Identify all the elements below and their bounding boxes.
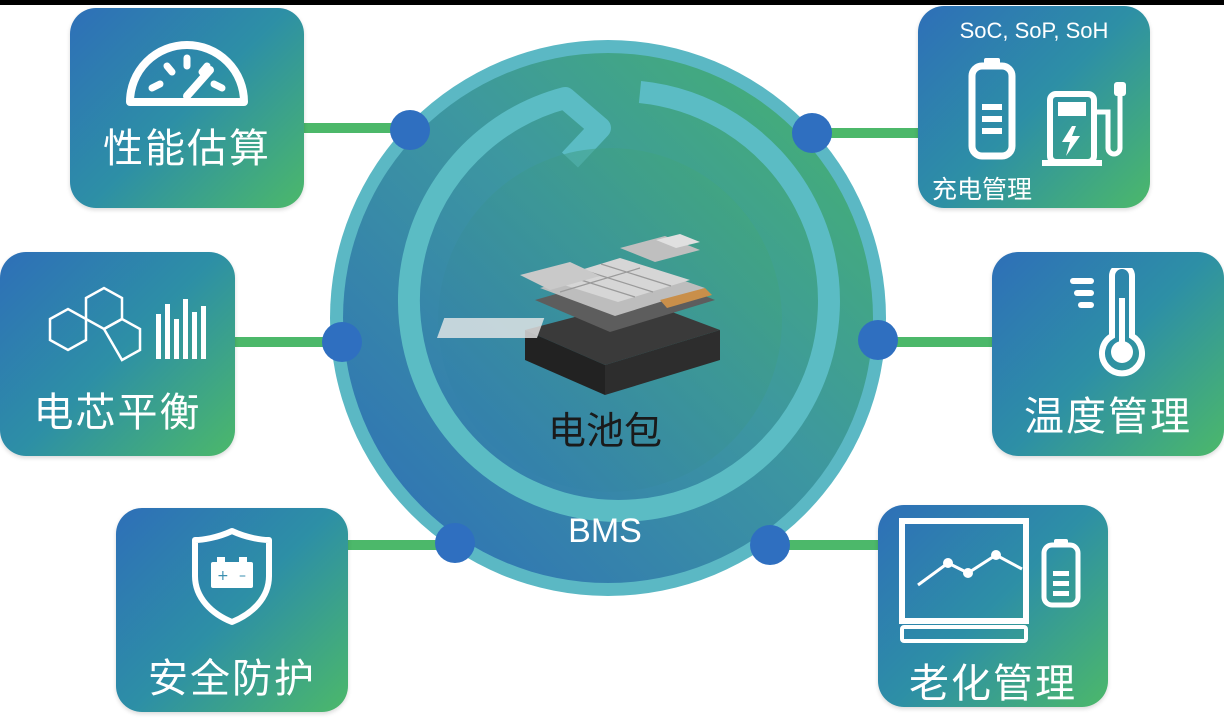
- shield-battery-icon: + –: [192, 528, 272, 625]
- performance-label: 性能估算: [103, 126, 271, 172]
- dot-cell-balance: [322, 322, 362, 362]
- soc-sop-soh-label: SoC, SoP, SoH: [959, 18, 1109, 43]
- box-charging[interactable]: SoC, SoP, SoH 充电管理: [918, 6, 1150, 208]
- box-temperature[interactable]: 温度管理: [992, 252, 1224, 456]
- small-battery-icon: [1041, 539, 1081, 608]
- gauge-icon: [126, 41, 248, 106]
- thermometer-icon: [1070, 268, 1145, 377]
- dot-temperature: [858, 320, 898, 360]
- dot-charging: [792, 113, 832, 153]
- battery-pack-label: 电池包: [547, 409, 662, 453]
- charging-label: 充电管理: [932, 175, 1033, 204]
- battery-pack-icon: [436, 234, 720, 395]
- battery-icon: [968, 58, 1016, 160]
- box-performance[interactable]: 性能估算: [70, 8, 304, 208]
- top-border: [0, 0, 1224, 5]
- dot-performance: [390, 110, 430, 150]
- box-aging[interactable]: 老化管理: [878, 505, 1108, 707]
- svg-text:+: +: [217, 568, 229, 584]
- dot-aging: [750, 525, 790, 565]
- aging-label: 老化管理: [909, 661, 1077, 707]
- inner-cycle-arrow: [397, 81, 840, 522]
- bar-chart-icon: [156, 299, 206, 359]
- safety-label: 安全防护: [148, 656, 316, 702]
- box-safety[interactable]: + – 安全防护: [116, 508, 348, 712]
- svg-text:–: –: [239, 568, 246, 584]
- hexagon-molecule-icon: [48, 286, 206, 362]
- connector-dots: [322, 110, 898, 565]
- monitor-chart-icon: [899, 518, 1081, 643]
- temperature-label: 温度管理: [1024, 394, 1192, 440]
- cell-balance-label: 电芯平衡: [33, 390, 202, 436]
- box-cell-balance[interactable]: 电芯平衡: [0, 252, 235, 456]
- bms-label: BMS: [568, 512, 642, 550]
- dot-safety: [435, 523, 475, 563]
- battery-charger-icon: [968, 58, 1126, 166]
- charging-station-icon: [1042, 82, 1126, 166]
